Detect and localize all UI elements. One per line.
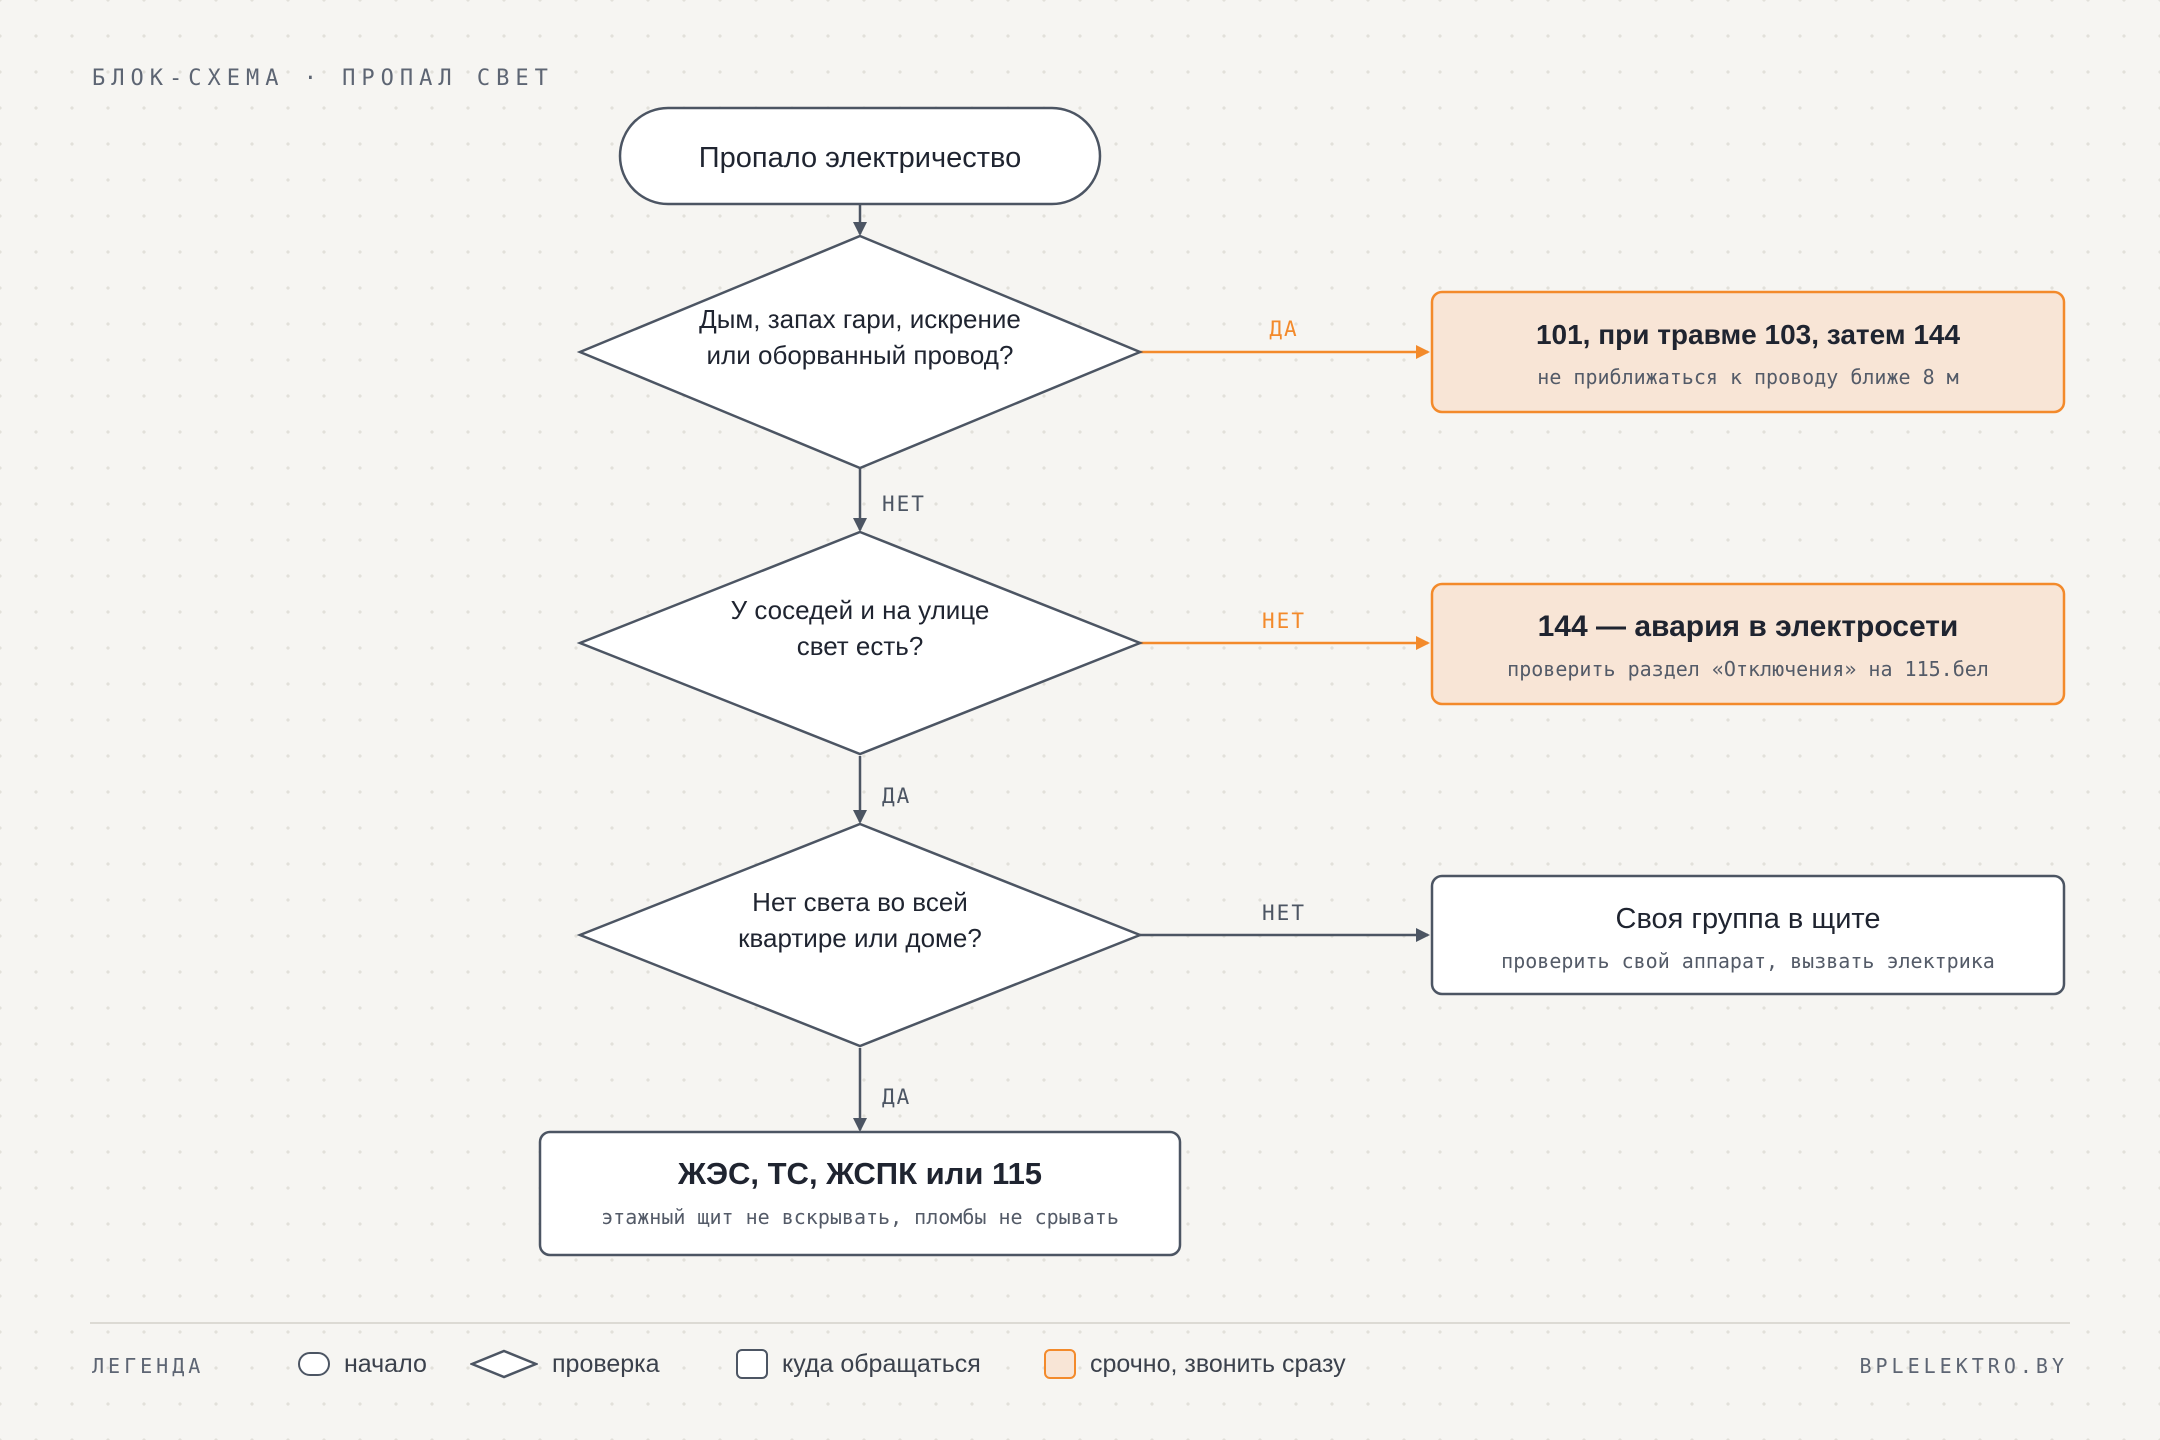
result-node-own-group: Своя группа в щите проверить свой аппара… [1430,874,2066,996]
box-shape-icon [736,1349,768,1379]
diamond-shape-icon [470,1349,538,1379]
edge-label-q3-no: НЕТ [1262,901,1306,925]
page-title: БЛОК-СХЕМА · ПРОПАЛ СВЕТ [92,66,554,91]
start-node: Пропало электричество [618,106,1102,206]
result-node-housing: ЖЭС, ТС, ЖСПК или 115 этажный щит не вск… [538,1130,1182,1257]
result-housing-title: ЖЭС, ТС, ЖСПК или 115 [677,1156,1042,1191]
result-own-group-title: Своя группа в щите [1616,903,1881,935]
result-grid-outage-subtitle: проверить раздел «Отключения» на 115.бел [1507,657,1989,681]
start-node-label: Пропало электричество [699,142,1021,174]
legend-title: ЛЕГЕНДА [92,1354,205,1378]
decision-node-q2: У соседей и на улице свет есть? [576,530,1144,756]
legend-label-start: начало [344,1349,427,1378]
result-own-group-subtitle: проверить свой аппарат, вызвать электрик… [1501,949,1995,973]
legend-item-check: проверка [470,1346,660,1382]
legend-label-contact: куда обращаться [782,1349,981,1378]
decision-q2-line1: У соседей и на улице [731,595,990,625]
edge-label-q2-no: НЕТ [1262,609,1306,633]
decision-node-q1: Дым, запах гари, искрение или оборванный… [576,234,1144,470]
legend-item-urgent: срочно, звонить сразу [1044,1346,1346,1382]
urgent-box-icon [1044,1349,1076,1379]
pill-shape-icon [298,1352,330,1376]
legend-item-start: начало [298,1346,427,1382]
decision-node-q3: Нет света во всей квартире или доме? [576,822,1144,1048]
edge-label-q2-yes: ДА [882,784,911,808]
decision-q1-line1: Дым, запах гари, искрение [699,304,1021,334]
edge-label-q3-yes: ДА [882,1085,911,1109]
result-housing-subtitle: этажный щит не вскрывать, пломбы не срыв… [601,1205,1119,1229]
result-node-emergency: 101, при травме 103, затем 144 не прибли… [1430,290,2066,414]
decision-q1-line2: или оборванный провод? [707,340,1014,370]
edge-label-q1-yes: ДА [1269,317,1298,341]
result-emergency-subtitle: не приближаться к проводу ближе 8 м [1537,365,1958,389]
result-node-grid-outage: 144 — авария в электросети проверить раз… [1430,582,2066,706]
edge-label-q1-no: НЕТ [882,492,926,516]
decision-q3-line1: Нет света во всей [752,887,968,917]
footer-divider [90,1322,2070,1324]
legend-label-urgent: срочно, звонить сразу [1090,1349,1346,1378]
result-emergency-title: 101, при травме 103, затем 144 [1536,319,1961,350]
site-url: BPLELEKTRO.BY [1859,1354,2068,1378]
result-grid-outage-title: 144 — авария в электросети [1538,610,1959,643]
legend-item-contact: куда обращаться [736,1346,981,1382]
legend-label-check: проверка [552,1349,660,1378]
decision-q2-line2: свет есть? [797,631,924,661]
decision-q3-line2: квартире или доме? [738,923,982,953]
